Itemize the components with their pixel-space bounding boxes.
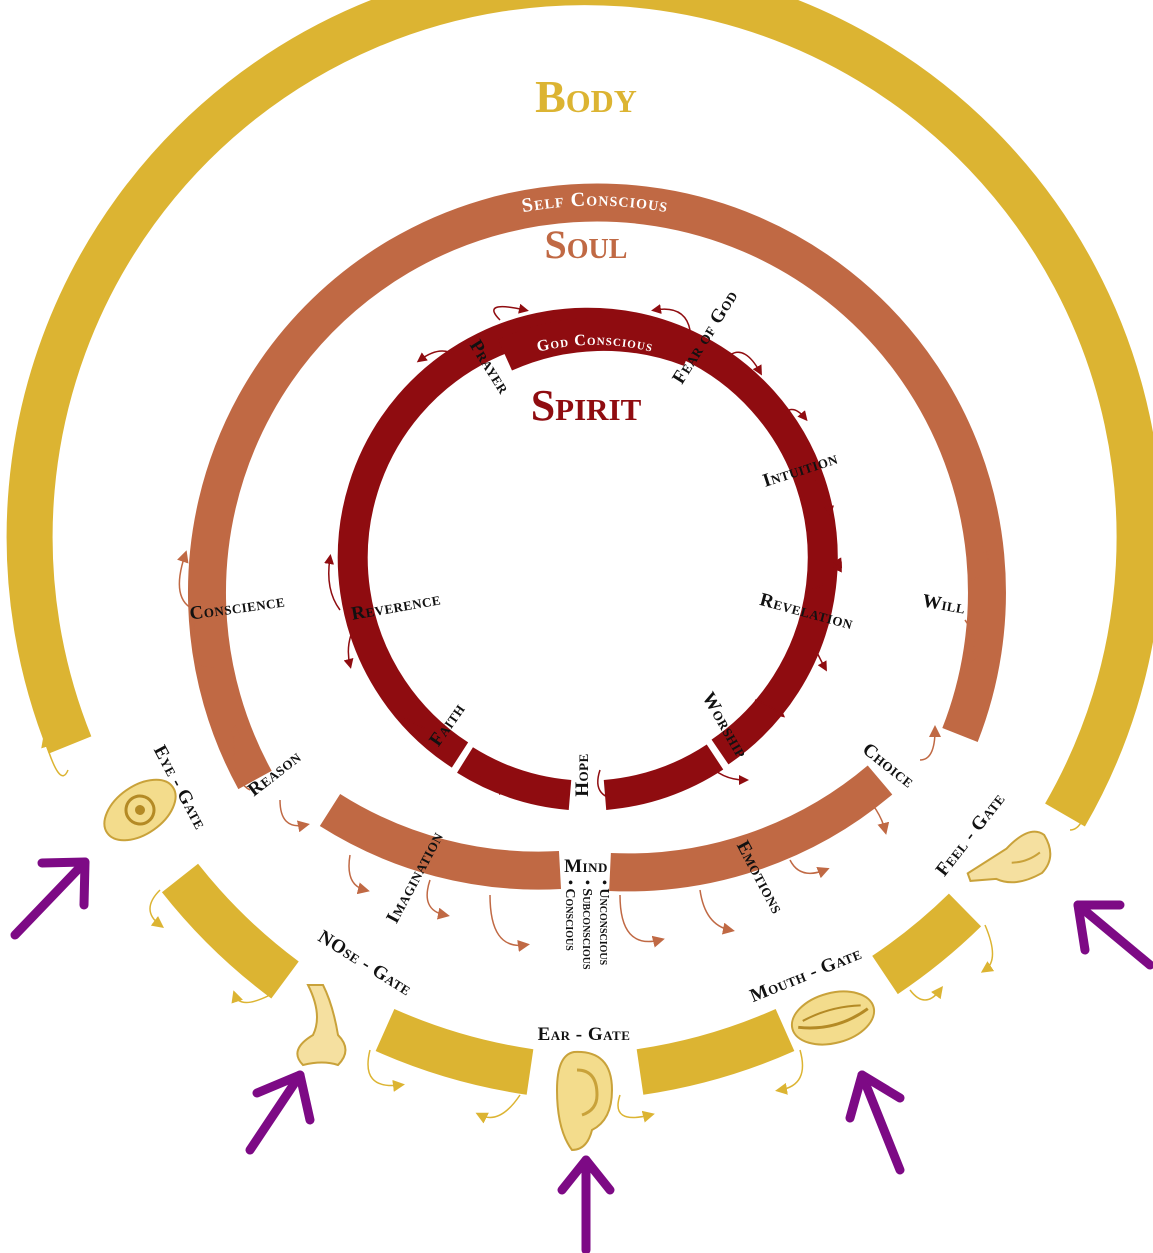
soul-ring: Self Conscious Soul <box>179 189 987 946</box>
body-title: Body <box>535 71 637 122</box>
label-will: Will <box>921 590 967 618</box>
feel-input-arrow <box>1078 905 1150 965</box>
ear-icon <box>557 1052 612 1150</box>
spirit-title: Spirit <box>531 381 642 430</box>
spirit-ring-bottom-right <box>605 757 715 795</box>
nose-icon <box>297 985 345 1065</box>
ear-input-arrow <box>562 1160 610 1250</box>
body-ring-segment-nose-ear <box>385 1030 530 1072</box>
mouth-icon <box>786 983 880 1053</box>
soul-title: Soul <box>545 222 628 267</box>
mind-level-conscious: • Conscious <box>562 880 577 951</box>
nose-input-arrow <box>250 1075 310 1150</box>
label-mind: Mind <box>564 856 608 877</box>
label-hope: Hope <box>572 753 593 797</box>
label-ear-gate: Ear - Gate <box>538 1024 631 1045</box>
soul-ring-main-arc <box>207 202 987 780</box>
mind-level-unconscious: • Unconscious <box>596 880 611 966</box>
body-caption: World Conscious <box>482 28 688 63</box>
mind-block: Mind • Conscious • Subconscious • Uncons… <box>562 856 611 970</box>
body-ring-segment-ear-mouth <box>640 1030 785 1072</box>
body-ring-segment-mouth-feel <box>885 910 965 975</box>
label-nose-gate: NOse - Gate <box>314 926 415 1000</box>
mind-level-subconscious: • Subconscious <box>579 880 594 970</box>
spirit-ring: God Conscious Spirit <box>329 307 840 801</box>
body-ring-segment-eye-nose <box>180 878 285 980</box>
mouth-input-arrow <box>850 1075 900 1170</box>
eye-input-arrow <box>15 862 85 935</box>
